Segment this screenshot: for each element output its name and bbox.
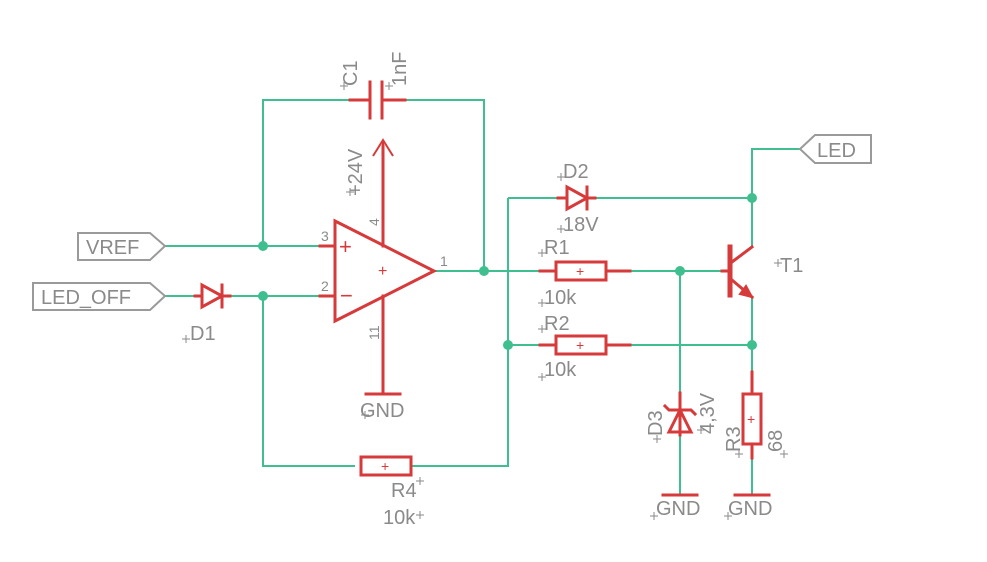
c1-value: 1nF xyxy=(389,52,411,86)
port-led: LED xyxy=(798,134,872,164)
svg-text:+: + xyxy=(747,411,755,427)
r1-name: R1 xyxy=(544,237,570,259)
svg-text:+: + xyxy=(576,263,584,279)
svg-text:+: + xyxy=(381,458,389,474)
junction-vref xyxy=(258,241,268,251)
port-led-label: LED xyxy=(817,140,856,162)
diode-d1: D1 xyxy=(190,282,232,345)
opamp: + − + 3 2 1 4 11 +24V GND xyxy=(318,138,448,422)
r4-value: 10k xyxy=(383,507,416,529)
port-led-off: LED_OFF xyxy=(32,282,167,311)
capacitor-c1: C1 1nF xyxy=(340,52,411,120)
origin-marks xyxy=(182,82,788,520)
opamp-pin-2: 2 xyxy=(321,278,329,294)
opamp-pin-4: 4 xyxy=(366,218,382,226)
resistor-r2: + R2 10k xyxy=(538,313,632,381)
d2-value: 18V xyxy=(563,214,599,236)
d3-name: D3 xyxy=(645,410,667,436)
opamp-center: + xyxy=(378,263,387,280)
resistor-r1: + R1 10k xyxy=(538,237,632,309)
opamp-gnd-label: GND xyxy=(360,400,404,422)
d1-name: D1 xyxy=(190,323,216,345)
port-vref-label: VREF xyxy=(86,237,139,259)
junction-emitter xyxy=(747,340,757,350)
r3-value: 68 xyxy=(765,430,787,452)
junction-collector xyxy=(747,193,757,203)
opamp-pin-11: 11 xyxy=(366,325,382,340)
diode-d2: D2 18V xyxy=(556,161,599,236)
zener-d3: D3 4,3V GND xyxy=(645,391,719,520)
resistor-r3: + R3 68 GND xyxy=(723,370,787,520)
wires xyxy=(165,99,800,495)
junctions xyxy=(258,193,757,350)
d3-value: 4,3V xyxy=(697,392,719,434)
r1-value: 10k xyxy=(544,287,577,309)
t1-name: T1 xyxy=(780,255,803,277)
d2-name: D2 xyxy=(563,161,589,183)
port-vref: VREF xyxy=(77,232,167,261)
r3-name: R3 xyxy=(723,426,745,452)
transistor-t1: T1 xyxy=(720,244,803,300)
svg-text:+: + xyxy=(576,337,584,353)
supply-label: +24V xyxy=(345,148,367,196)
opamp-plus: + xyxy=(339,234,352,259)
opamp-pin-3: 3 xyxy=(321,228,329,244)
c1-name: C1 xyxy=(340,60,362,86)
resistor-r4: + R4 10k xyxy=(359,455,417,529)
r2-name: R2 xyxy=(544,313,570,335)
gnd-d3-label: GND xyxy=(656,498,700,520)
opamp-minus: − xyxy=(340,283,353,308)
junction-r2-left xyxy=(503,340,513,350)
port-led-off-label: LED_OFF xyxy=(41,287,131,309)
gnd-r3-label: GND xyxy=(728,498,772,520)
r2-value: 10k xyxy=(544,359,577,381)
opamp-pin-1: 1 xyxy=(440,253,448,269)
junction-minus xyxy=(258,291,268,301)
junction-d3 xyxy=(675,266,685,276)
junction-out xyxy=(479,266,489,276)
r4-name: R4 xyxy=(391,480,417,502)
